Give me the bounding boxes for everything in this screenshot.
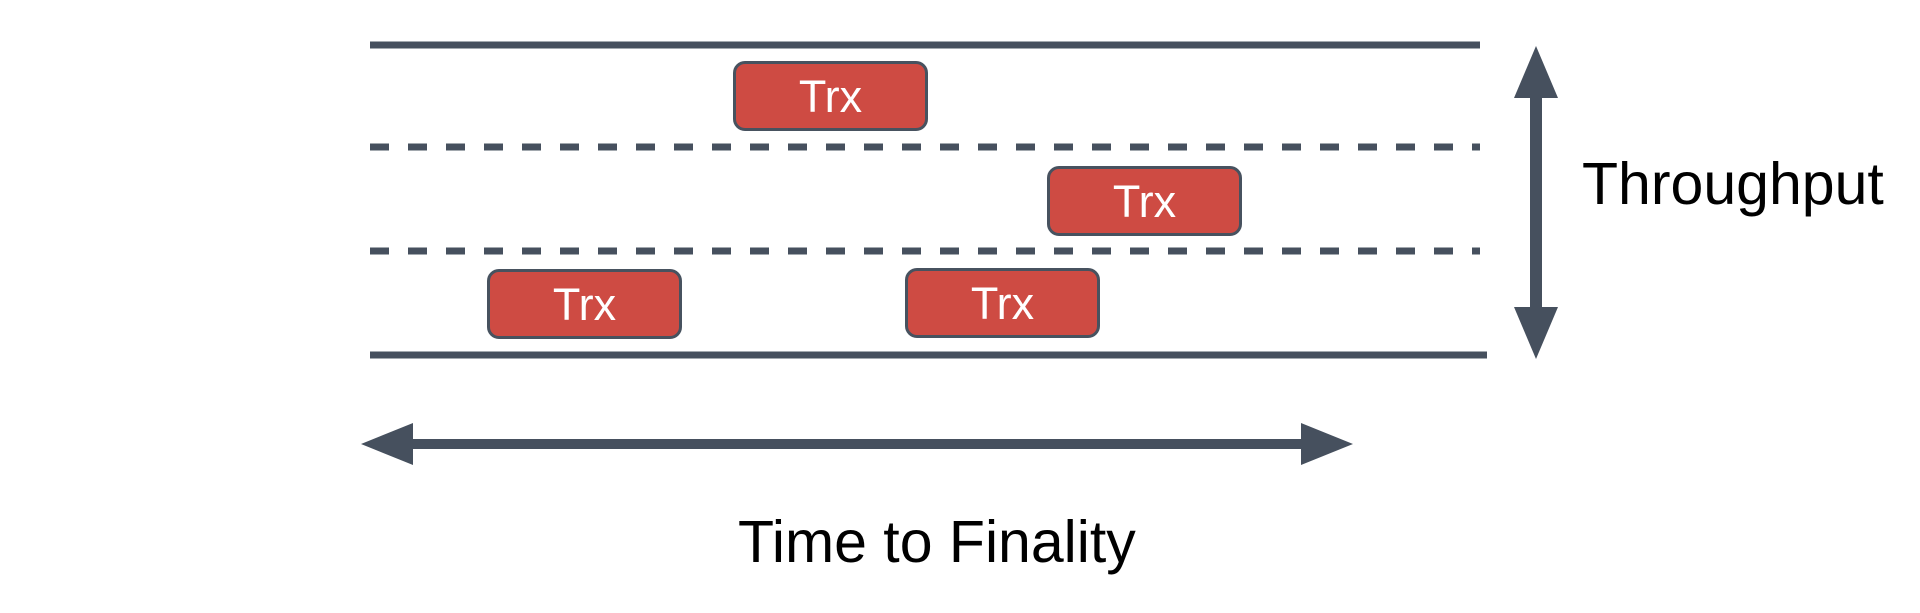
trx-box: Trx bbox=[733, 61, 928, 131]
throughput-arrow-up-head-icon bbox=[1514, 46, 1558, 98]
time-to-finality-axis-label: Time to Finality bbox=[738, 509, 1136, 575]
time-to-finality-arrow-right-head-icon bbox=[1301, 423, 1353, 465]
trx-box: Trx bbox=[487, 269, 682, 339]
throughput-arrow-down-head-icon bbox=[1514, 307, 1558, 359]
trx-box: Trx bbox=[905, 268, 1100, 338]
trx-box: Trx bbox=[1047, 166, 1242, 236]
throughput-axis-label: Throughput bbox=[1582, 151, 1884, 217]
time-to-finality-arrow-left-head-icon bbox=[361, 423, 413, 465]
